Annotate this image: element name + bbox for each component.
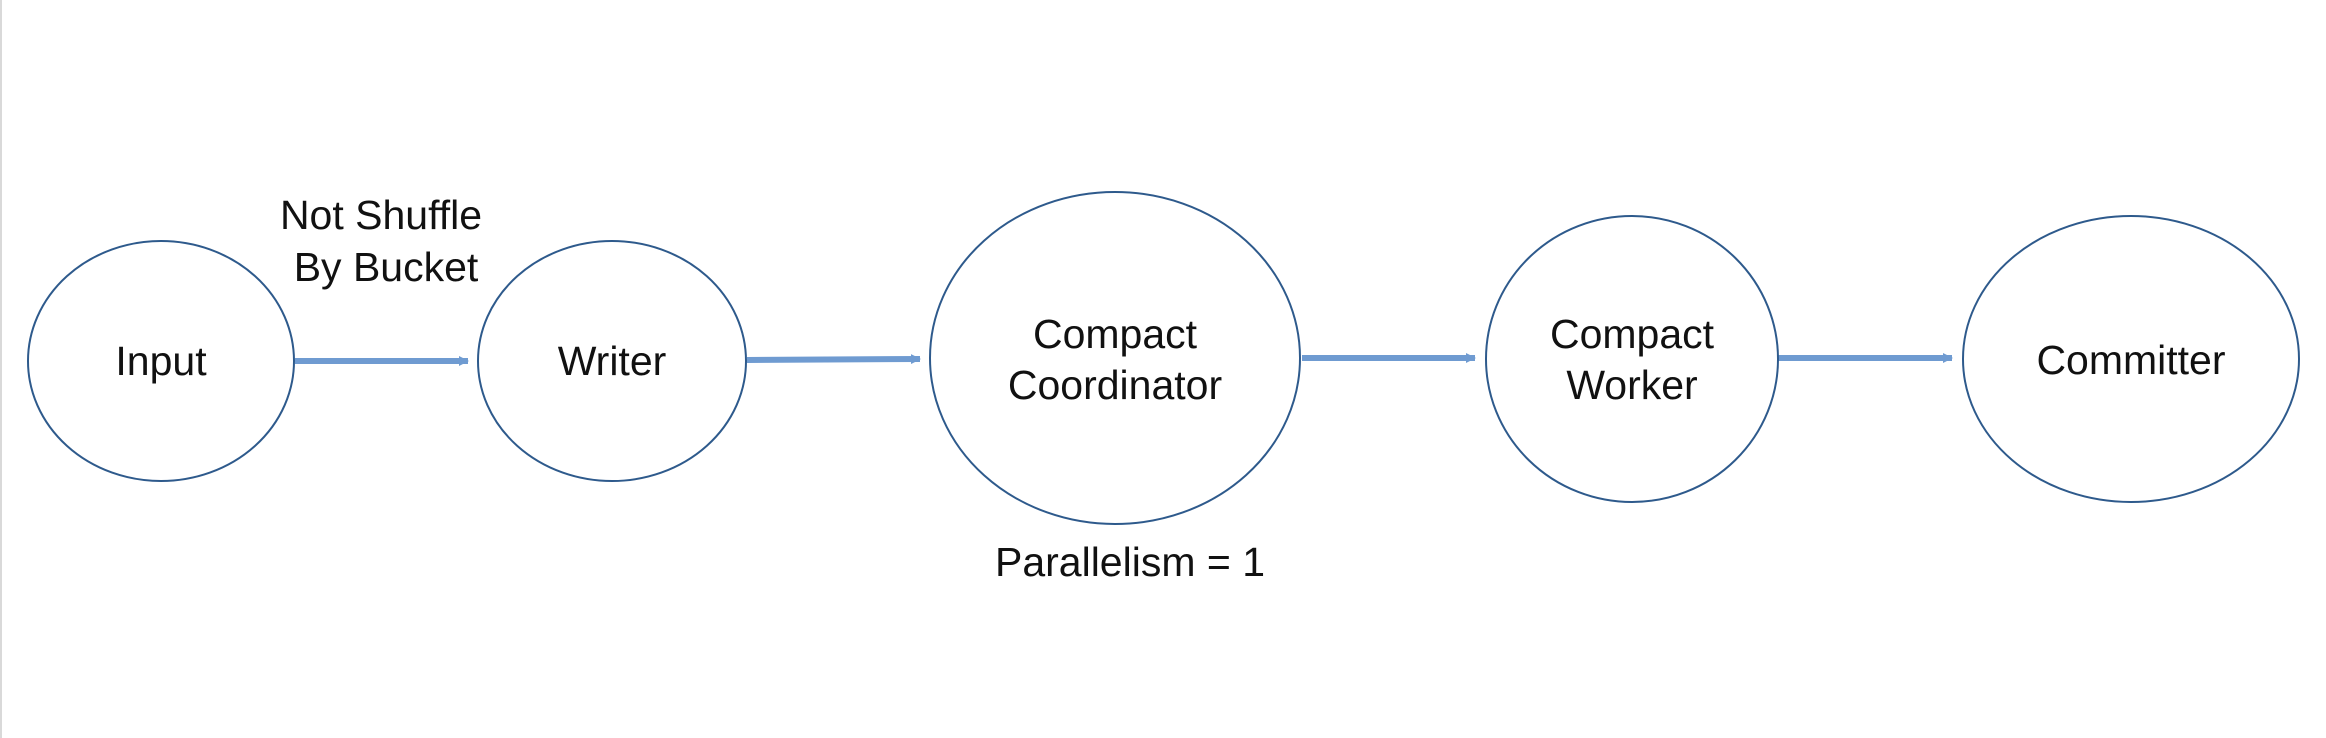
node-writer-label: Writer <box>558 338 667 384</box>
node-compact-coordinator-label-line-1: Compact <box>1033 311 1198 357</box>
edge-writer-to-coordinator <box>746 354 921 365</box>
parallelism-annotation: Parallelism = 1 <box>995 539 1265 585</box>
edge-label-by-bucket: By Bucket <box>294 244 479 290</box>
node-compact-worker-label-line-1: Compact <box>1550 311 1715 357</box>
edge-label-not-shuffle: Not Shuffle <box>280 192 482 238</box>
node-writer: Writer <box>477 240 747 482</box>
node-compact-worker: Compact Worker <box>1485 215 1779 503</box>
node-compact-worker-label-line-2: Worker <box>1566 362 1697 408</box>
node-input: Input <box>27 240 295 482</box>
node-compact-coordinator: Compact Coordinator <box>929 191 1301 525</box>
node-committer-label: Committer <box>2036 337 2225 383</box>
node-input-label: Input <box>115 338 207 384</box>
node-compact-coordinator-label-line-2: Coordinator <box>1008 362 1222 408</box>
node-committer: Committer <box>1962 215 2300 503</box>
